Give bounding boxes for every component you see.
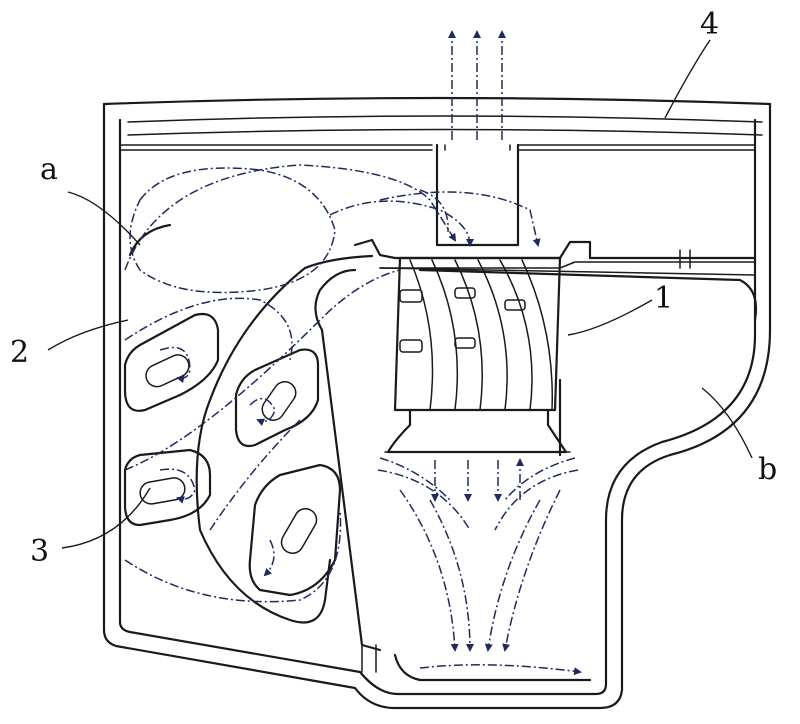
airflow-lines — [124, 30, 582, 676]
leader-1 — [567, 299, 653, 336]
leader-a — [67, 191, 141, 246]
callout-b: b — [758, 452, 778, 487]
chamber-b-wall — [393, 268, 758, 682]
callout-2: 2 — [10, 335, 30, 370]
callout-3: 3 — [30, 534, 50, 569]
slot-group — [123, 312, 342, 597]
leader-4 — [664, 39, 711, 119]
callout-a: a — [40, 152, 58, 187]
leader-lines — [47, 39, 753, 549]
impeller — [384, 256, 571, 454]
outlet-duct — [435, 143, 520, 247]
leader-2 — [47, 319, 129, 351]
leader-3 — [61, 487, 151, 549]
callout-1: 1 — [654, 281, 674, 316]
leader-b — [701, 387, 753, 459]
callout-4: 4 — [700, 7, 720, 42]
